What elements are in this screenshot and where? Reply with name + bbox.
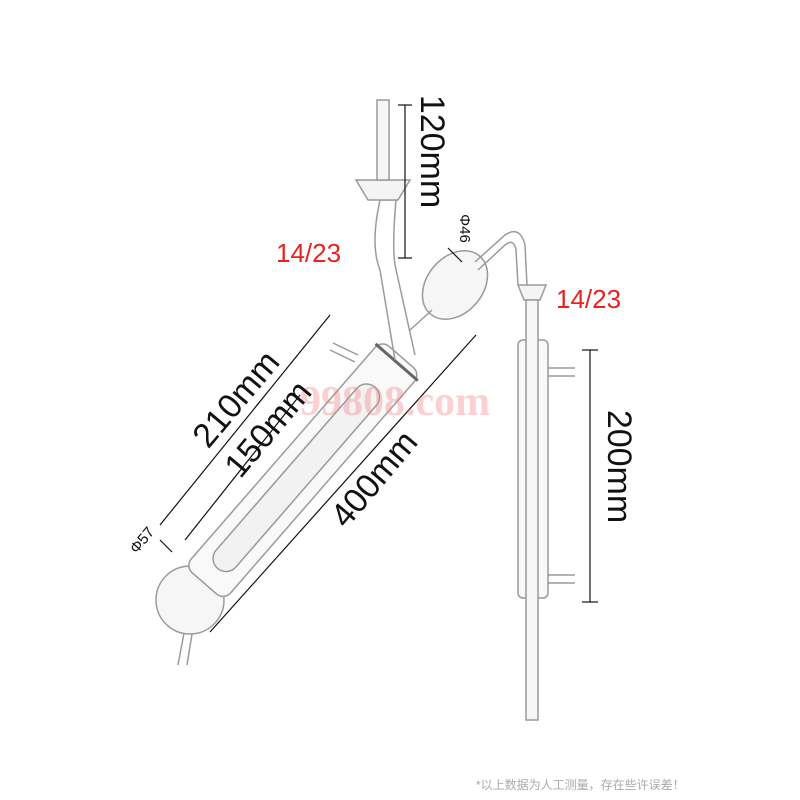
measurement-footnote: *以上数据为人工测量，存在些许误差！: [476, 778, 685, 792]
small-bulb-diameter-label: Φ46: [455, 214, 473, 243]
watermark: 99808.com: [300, 379, 491, 425]
right-joint-label: 14/23: [556, 284, 622, 314]
condenser-length-label: 200mm: [600, 409, 639, 524]
extractor-body: [155, 99, 575, 721]
dimension-lines: [159, 104, 598, 633]
top-tube-length-label: 120mm: [413, 94, 452, 209]
left-joint-label: 14/23: [276, 238, 342, 268]
